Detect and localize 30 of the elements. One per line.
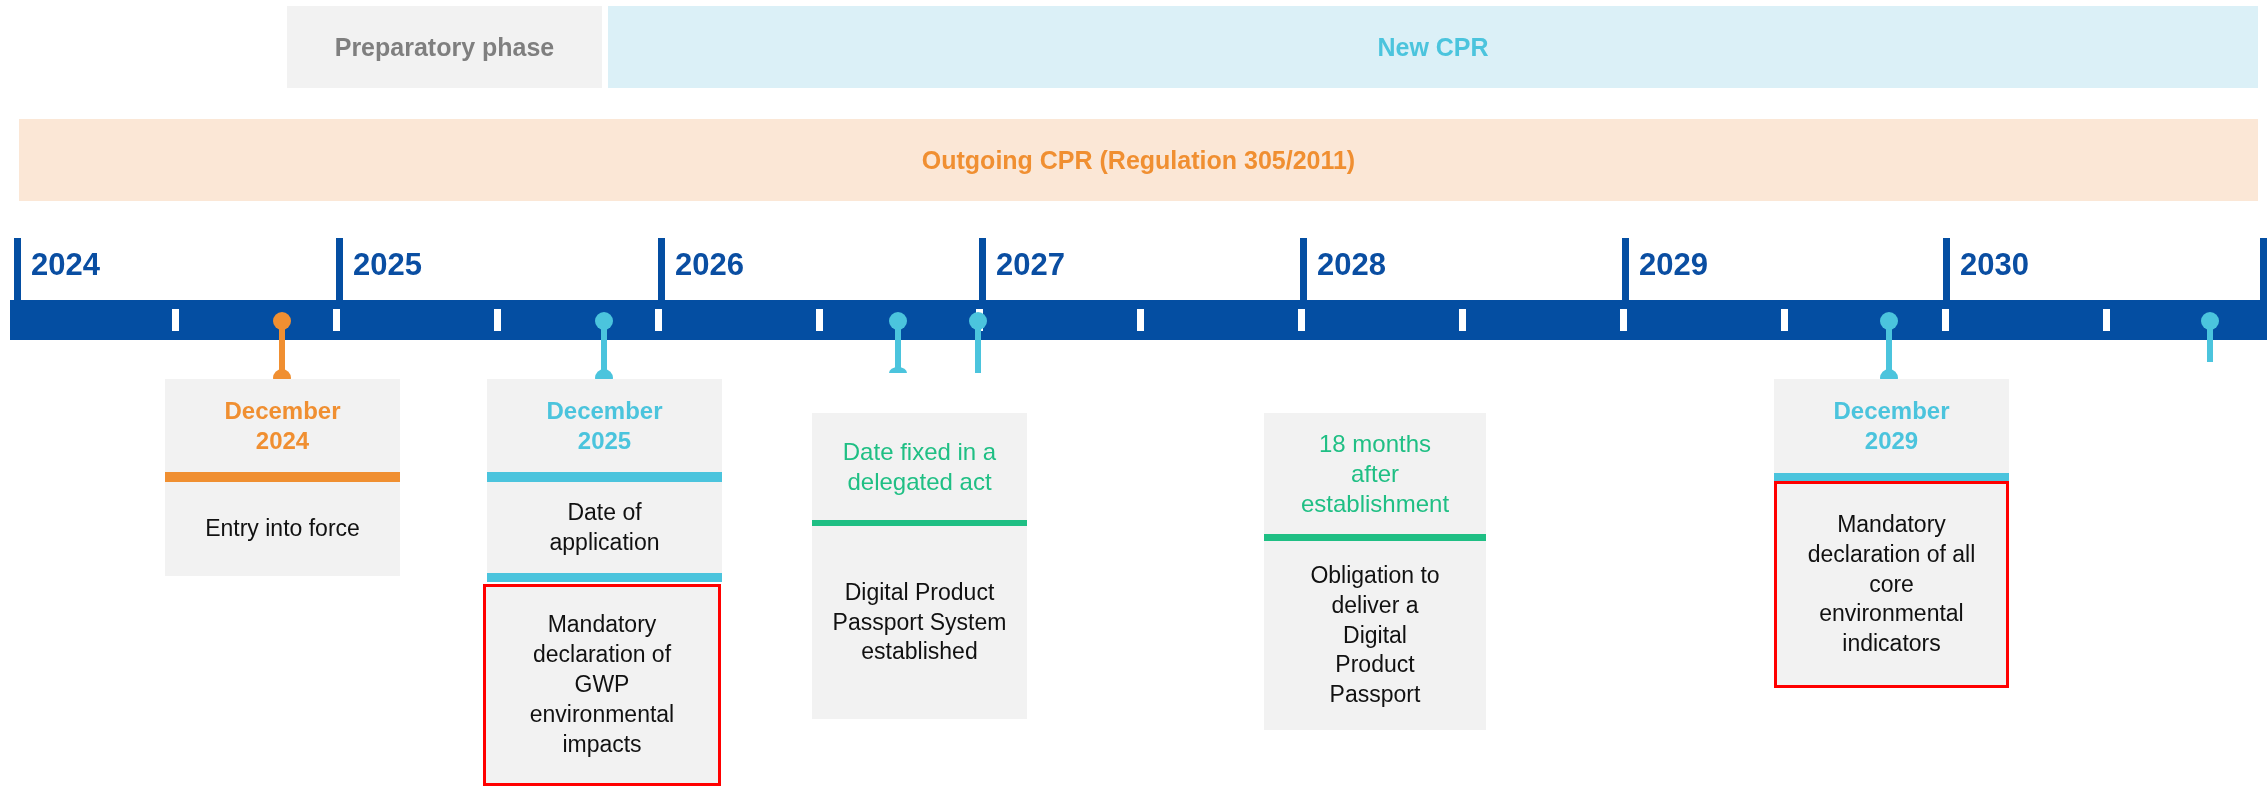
milestone-date: Date fixed in a delegated act (841, 436, 998, 497)
phase-bar (608, 6, 2258, 88)
phase-label: Preparatory phase (334, 32, 555, 62)
milestone-description: Digital Product Passport System established (832, 577, 1007, 667)
highlighted-note (1774, 481, 2009, 688)
note-text: Mandatory declaration of GWP environmental impacts (528, 610, 676, 759)
milestone-card (1264, 413, 1486, 730)
year-label: 2029 (1639, 247, 1708, 283)
milestone-card (487, 379, 722, 582)
milestone-date: December 2024 (223, 395, 342, 456)
milestone-card (1774, 379, 2009, 481)
year-label: 2024 (31, 247, 100, 283)
phase-label: New CPR (1377, 32, 1489, 62)
milestone-description: Date of application (548, 497, 661, 557)
highlighted-note (483, 584, 721, 786)
milestone-description: Obligation to deliver a Digital Product Passport (1309, 560, 1441, 710)
milestone-card (812, 413, 1027, 719)
milestone-description: Entry into force (205, 514, 360, 544)
milestone-card (165, 379, 400, 576)
year-label: 2028 (1317, 247, 1386, 283)
year-label: 2026 (675, 247, 744, 283)
milestone-date: 18 months after establishment (1300, 428, 1450, 519)
milestone-date: December 2025 (545, 395, 664, 456)
year-label: 2030 (1960, 247, 2029, 283)
milestone-date: December 2029 (1832, 396, 1951, 456)
phase-bar (19, 119, 2258, 201)
note-text: Mandatory declaration of all core environmental indicators (1806, 509, 1977, 659)
phase-label: Outgoing CPR (Regulation 305/2011) (921, 145, 1356, 175)
year-label: 2025 (353, 247, 422, 283)
year-label: 2027 (996, 247, 1065, 283)
